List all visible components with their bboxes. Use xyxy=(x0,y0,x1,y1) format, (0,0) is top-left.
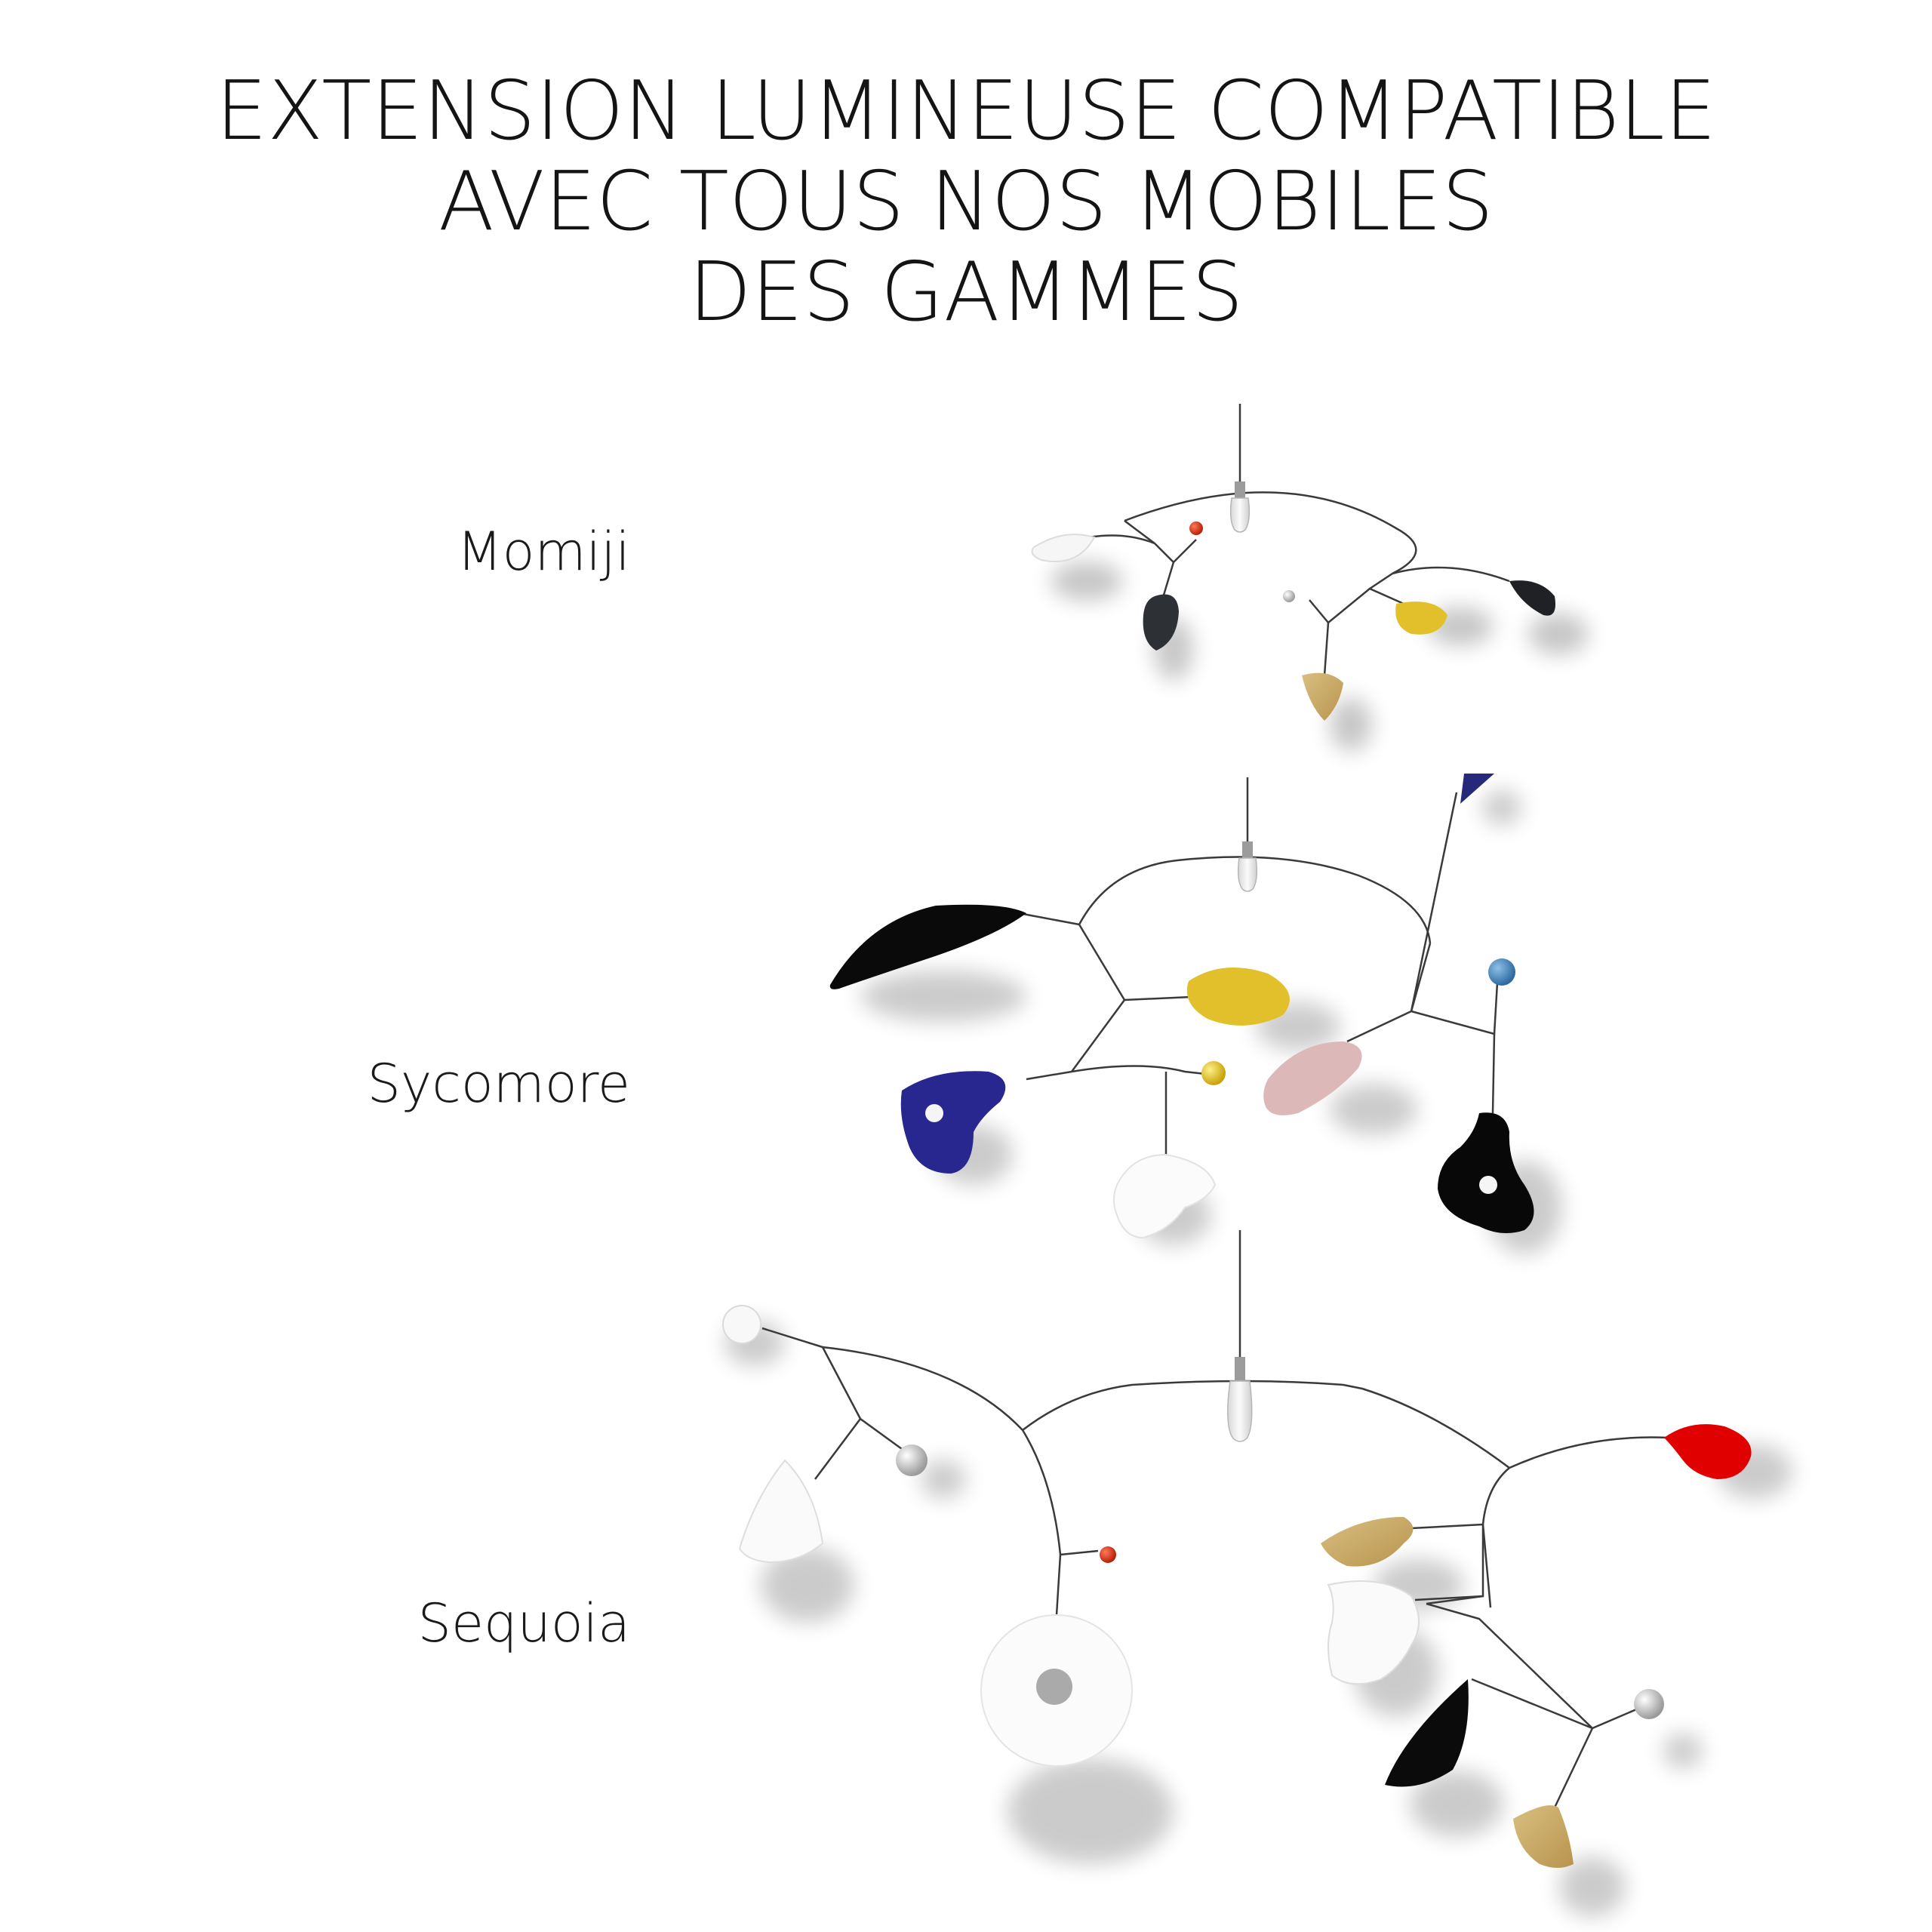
bulb-icon xyxy=(1229,481,1251,533)
mobile-sequoia xyxy=(722,1230,1792,1917)
range-label-sequoia: Sequoia xyxy=(417,1592,630,1654)
range-label-momiji: Momiji xyxy=(457,521,630,583)
bulb-icon xyxy=(1237,841,1258,892)
mobile-momiji xyxy=(1031,404,1589,752)
range-label-sycomore: Sycomore xyxy=(367,1053,631,1115)
title-line-2: AVEC TOUS NOS MOBILES xyxy=(438,155,1494,249)
bulb-icon xyxy=(1227,1357,1253,1442)
mobile-sycomore xyxy=(829,774,1562,1254)
title-line-3: DES GAMMES xyxy=(688,245,1244,340)
title-line-1: EXTENSION LUMINEUSE COMPATIBLE xyxy=(215,64,1717,158)
page-title: EXTENSION LUMINEUSE COMPATIBLE AVEC TOUS… xyxy=(0,66,1932,338)
